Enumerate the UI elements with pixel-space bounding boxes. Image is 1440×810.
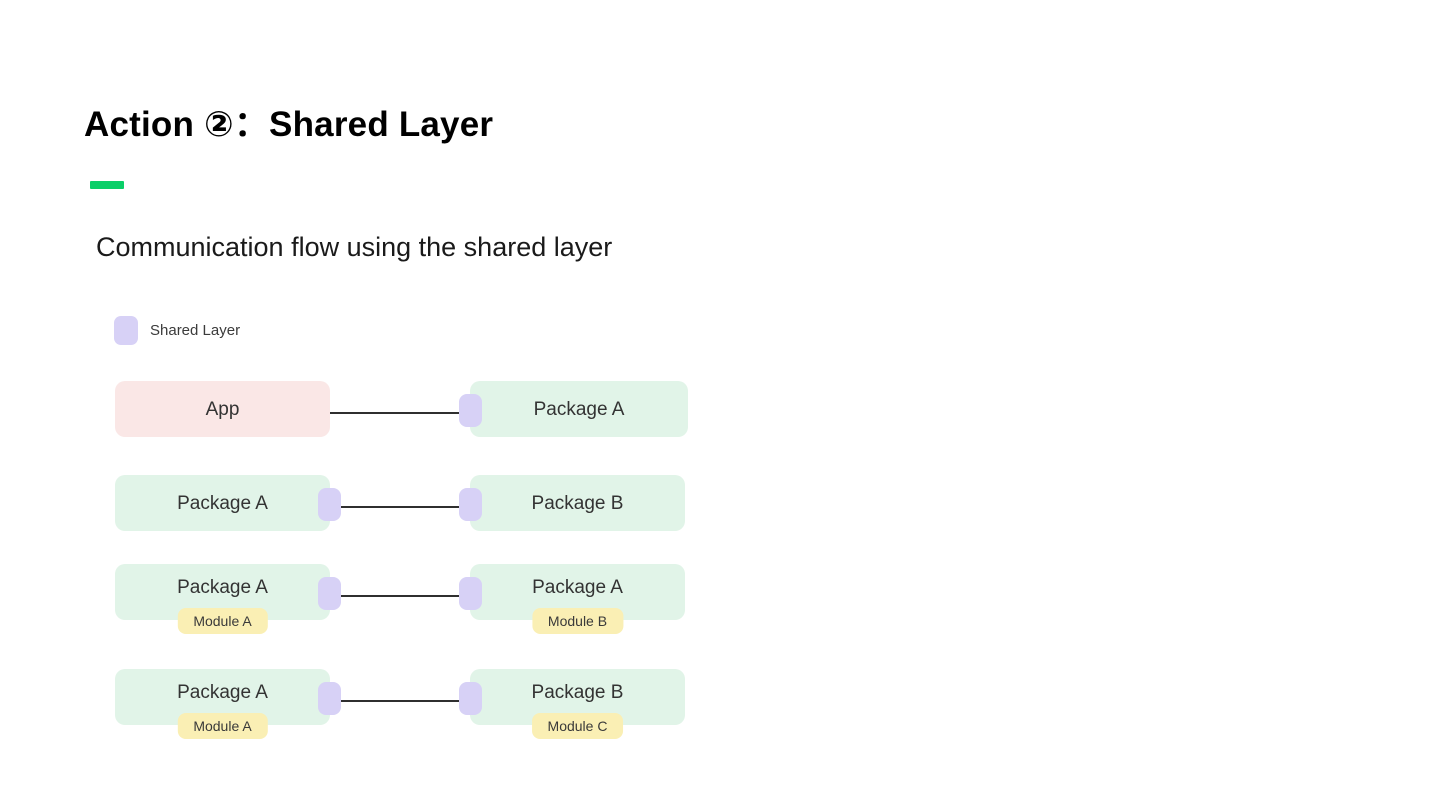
node-label: App xyxy=(205,398,240,420)
page-title: Action ②：Shared Layer xyxy=(84,105,494,144)
flow-arrow xyxy=(330,590,473,602)
node-label: Package A xyxy=(533,398,625,420)
flow-target-node[interactable]: Package A xyxy=(459,381,688,437)
node-label: Package A xyxy=(177,681,268,703)
node-label: Package A xyxy=(177,492,268,514)
shared-layer-tab-icon xyxy=(459,488,482,521)
legend-label: Shared Layer xyxy=(150,322,241,339)
flow-arrow xyxy=(330,501,473,513)
flow-source-node[interactable]: App xyxy=(115,381,330,437)
node-label: Package B xyxy=(531,492,624,514)
shared-layer-swatch-icon xyxy=(114,316,138,345)
module-badge: Module A xyxy=(177,608,268,634)
shared-layer-tab-icon xyxy=(459,682,482,715)
flow-arrow xyxy=(330,407,473,419)
node-label: Package B xyxy=(531,681,624,703)
node-label: Package A xyxy=(177,576,268,598)
shared-layer-tab-icon xyxy=(318,577,341,610)
arrow-shaft xyxy=(330,412,464,414)
module-badge: Module C xyxy=(531,713,624,739)
legend: Shared Layer xyxy=(114,316,240,345)
shared-layer-tab-icon xyxy=(459,577,482,610)
arrow-shaft xyxy=(330,506,464,508)
node-label: Package A xyxy=(532,576,623,598)
flow-target-node[interactable]: Package A Module B xyxy=(459,564,685,634)
flow-target-node[interactable]: Package B xyxy=(459,475,685,531)
title-accent-bar xyxy=(90,181,124,189)
flow-source-node[interactable]: Package A Module A xyxy=(115,669,341,739)
shared-layer-tab-icon xyxy=(318,682,341,715)
module-badge: Module B xyxy=(531,608,624,634)
flow-source-node[interactable]: Package A Module A xyxy=(115,564,341,634)
flow-source-node[interactable]: Package A xyxy=(115,475,341,531)
shared-layer-tab-icon xyxy=(459,394,482,427)
module-badge: Module A xyxy=(177,713,268,739)
shared-layer-tab-icon xyxy=(318,488,341,521)
arrow-shaft xyxy=(330,595,464,597)
arrow-shaft xyxy=(330,700,464,702)
flow-arrow xyxy=(330,695,473,707)
flow-target-node[interactable]: Package B Module C xyxy=(459,669,685,739)
section-subtitle: Communication flow using the shared laye… xyxy=(96,232,613,262)
